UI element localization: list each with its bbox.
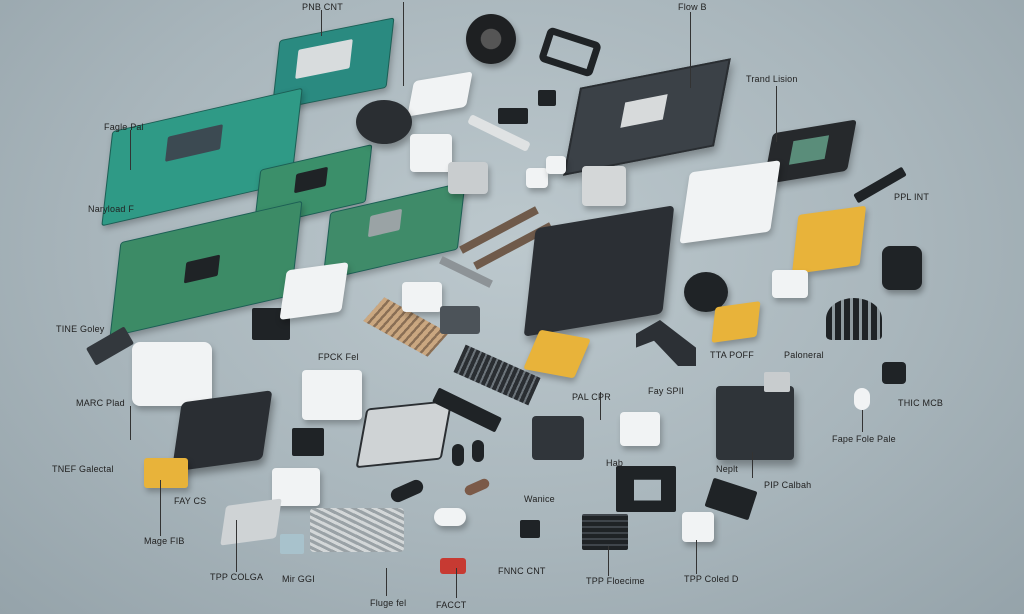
small-black-cube [292,428,324,456]
leader-line [776,86,777,142]
leader-line [690,12,691,88]
small-white-cube-2 [546,156,566,174]
white-power-brick [132,342,212,406]
label-trand-lision: Trand Lision [746,74,798,84]
heatsink-fins [826,298,882,340]
label-ppl-int: PPL INT [894,192,930,202]
label-fpck-fel: FPCK Fel [318,352,359,362]
red-component [440,558,466,574]
yellow-relay [711,301,761,343]
label-pal-cpr: PAL CPR [572,392,611,402]
leader-line [696,540,697,574]
label-fagle-pal: Fagle Pal [104,122,144,132]
leader-line [236,520,237,572]
label-neplt: Neplt [716,464,739,474]
label-hab: Hab [606,458,624,468]
label-marc-plad: MARC Plad [76,398,125,408]
capacitor-black-1 [452,444,464,466]
label-fape-fole-pale: Fape Fole Pale [832,434,896,444]
hollow-square [616,466,676,512]
label-tpp-colga: TPP COLGA [210,572,264,582]
small-black-knob [882,362,906,384]
label-tnef-galectal: TNEF Galectal [52,464,114,474]
white-enclosure [679,160,781,244]
white-box-lower [302,370,362,420]
black-cylinder [388,477,426,505]
yellow-block-small [523,329,591,379]
label-naryload-f: Naryload F [88,204,135,214]
yellow-block-large [791,205,867,275]
gasket-frame [537,26,603,78]
metal-shield-can [355,399,453,469]
label-facct: FACCT [436,600,467,610]
label-wanice: Wanice [524,494,555,504]
small-white-cube-1 [526,168,548,188]
yellow-connector [144,458,188,488]
label-paloneral: Paloneral [784,350,824,360]
round-buzzer [356,100,412,144]
label-tpp-floecime: TPP Floecime [586,576,645,586]
leader-line [403,2,404,86]
label-fay-spii: Fay SPII [648,386,685,396]
leader-line [456,568,457,598]
chip-on-tray [764,372,790,392]
label-mage-fib: Mage FIB [144,536,185,546]
label-flow-b: Flow B [678,2,707,12]
leader-line [386,568,387,596]
label-tine-goley: TINE Goley [56,324,105,334]
label-thic-mcb: THIC MCB [898,398,944,408]
heat-sink-ribbed [582,514,628,550]
leader-line [321,10,322,36]
label-tta-poff: TTA POFF [710,350,754,360]
small-ic-2 [538,90,556,106]
label-fay-cs: FAY CS [174,496,207,506]
small-white-switch [772,270,808,298]
ribbon-connector [453,344,541,406]
white-connector-1 [407,71,473,117]
pin-header-1 [459,206,539,254]
resistor-brown [463,477,491,497]
ferrite-core [466,14,516,64]
leader-line [130,406,131,440]
small-white-block [448,162,488,194]
metal-module-silver [220,498,282,546]
small-black-block-bottom [520,520,540,538]
grey-block [440,306,480,334]
white-connector-2 [410,134,452,172]
small-ic-1 [498,108,528,124]
leader-line [862,410,863,432]
leader-line [608,546,609,576]
leader-line [160,480,161,536]
inductor-round [684,272,728,312]
capacitor-black-2 [472,440,484,462]
label-pnb-cnt: PNB CNT [302,2,343,12]
dark-bracket [636,320,696,366]
round-post [854,388,870,410]
dark-speaker-box [716,386,794,460]
small-square-pad [280,534,304,554]
small-white-piece [620,412,660,446]
white-cylinder [434,508,466,526]
leader-line [130,130,131,170]
white-sensor [402,282,442,312]
label-tpp-coled-d: TPP Coled D [684,574,739,584]
label-pip-calbah: PIP Calbah [764,480,812,490]
label-fnnc-cnt: FNNC CNT [498,566,546,576]
usb-connector [682,512,714,542]
leader-line [600,392,601,420]
servo-motor [532,416,584,460]
spring-row [310,508,404,552]
label-mir-ggi: Mir GGI [282,574,315,584]
white-module-mid [279,262,349,320]
camera-module [582,166,626,206]
label-fluge-fel: Fluge fel [370,598,407,608]
leader-line [752,452,753,478]
black-bobbin [882,246,922,290]
